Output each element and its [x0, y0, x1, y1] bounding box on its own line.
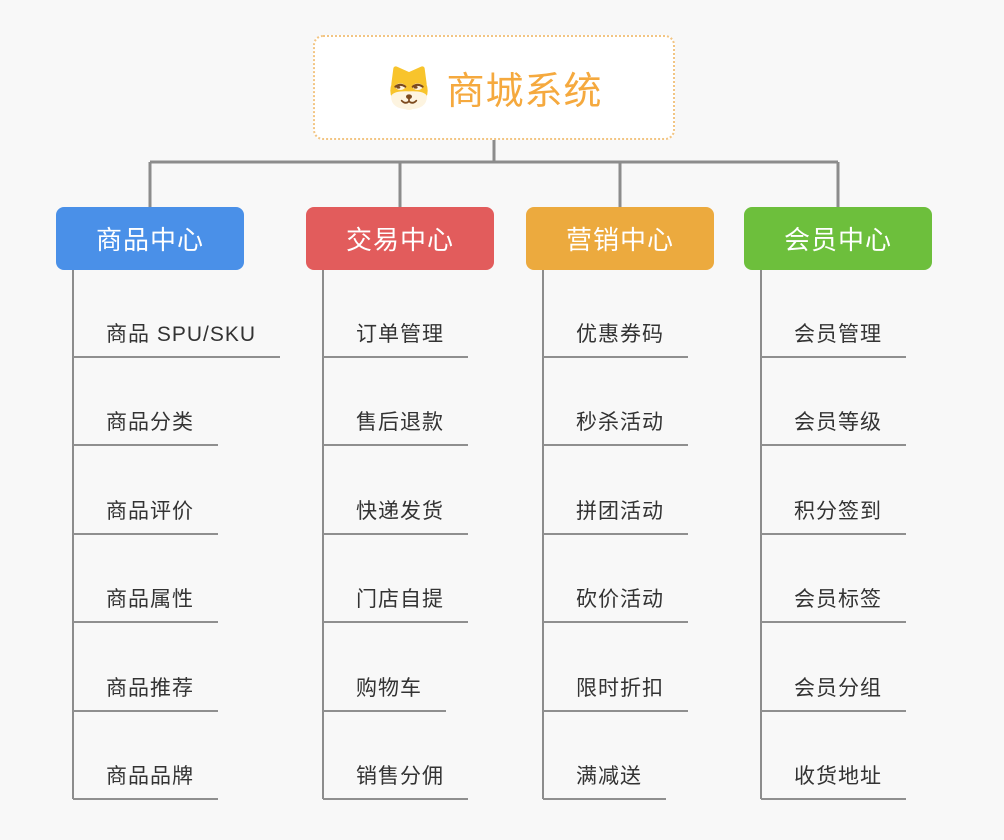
- sub-item-marketing-center-5[interactable]: 限时折扣: [543, 675, 688, 712]
- sub-item-member-center-6[interactable]: 收货地址: [761, 763, 906, 800]
- sub-item-trade-center-3[interactable]: 快递发货: [323, 498, 468, 535]
- sub-item-member-center-4[interactable]: 会员标签: [761, 586, 906, 623]
- sub-item-trade-center-1[interactable]: 订单管理: [323, 321, 468, 358]
- sub-item-trade-center-2[interactable]: 售后退款: [323, 409, 468, 446]
- sub-item-member-center-3[interactable]: 积分签到: [761, 498, 906, 535]
- branch-node-trade-center[interactable]: 交易中心: [306, 207, 494, 270]
- sub-item-trade-center-6[interactable]: 销售分佣: [323, 763, 468, 800]
- sub-item-product-center-4[interactable]: 商品属性: [73, 586, 218, 623]
- sub-item-trade-center-5[interactable]: 购物车: [323, 675, 446, 712]
- root-title: 商城系统: [446, 71, 603, 113]
- sub-item-member-center-1[interactable]: 会员管理: [761, 321, 906, 358]
- sub-item-marketing-center-4[interactable]: 砍价活动: [543, 586, 688, 623]
- sub-item-product-center-1[interactable]: 商品 SPU/SKU: [73, 321, 281, 358]
- root-node[interactable]: 商城系统: [313, 35, 675, 140]
- branch-node-member-center[interactable]: 会员中心: [744, 207, 932, 270]
- sub-item-marketing-center-2[interactable]: 秒杀活动: [543, 409, 688, 446]
- sub-item-marketing-center-1[interactable]: 优惠券码: [543, 321, 688, 358]
- sub-item-product-center-5[interactable]: 商品推荐: [73, 675, 218, 712]
- branch-node-product-center[interactable]: 商品中心: [56, 207, 244, 270]
- sub-item-marketing-center-3[interactable]: 拼团活动: [543, 498, 688, 535]
- sub-item-member-center-2[interactable]: 会员等级: [761, 409, 906, 446]
- dog-face-icon: [390, 65, 429, 109]
- sub-item-product-center-3[interactable]: 商品评价: [73, 498, 218, 535]
- branch-node-marketing-center[interactable]: 营销中心: [526, 207, 714, 270]
- sub-item-product-center-6[interactable]: 商品品牌: [73, 763, 218, 800]
- sub-item-marketing-center-6[interactable]: 满减送: [543, 763, 666, 800]
- sub-item-member-center-5[interactable]: 会员分组: [761, 675, 906, 712]
- sub-item-trade-center-4[interactable]: 门店自提: [323, 586, 468, 623]
- sub-item-product-center-2[interactable]: 商品分类: [73, 409, 218, 446]
